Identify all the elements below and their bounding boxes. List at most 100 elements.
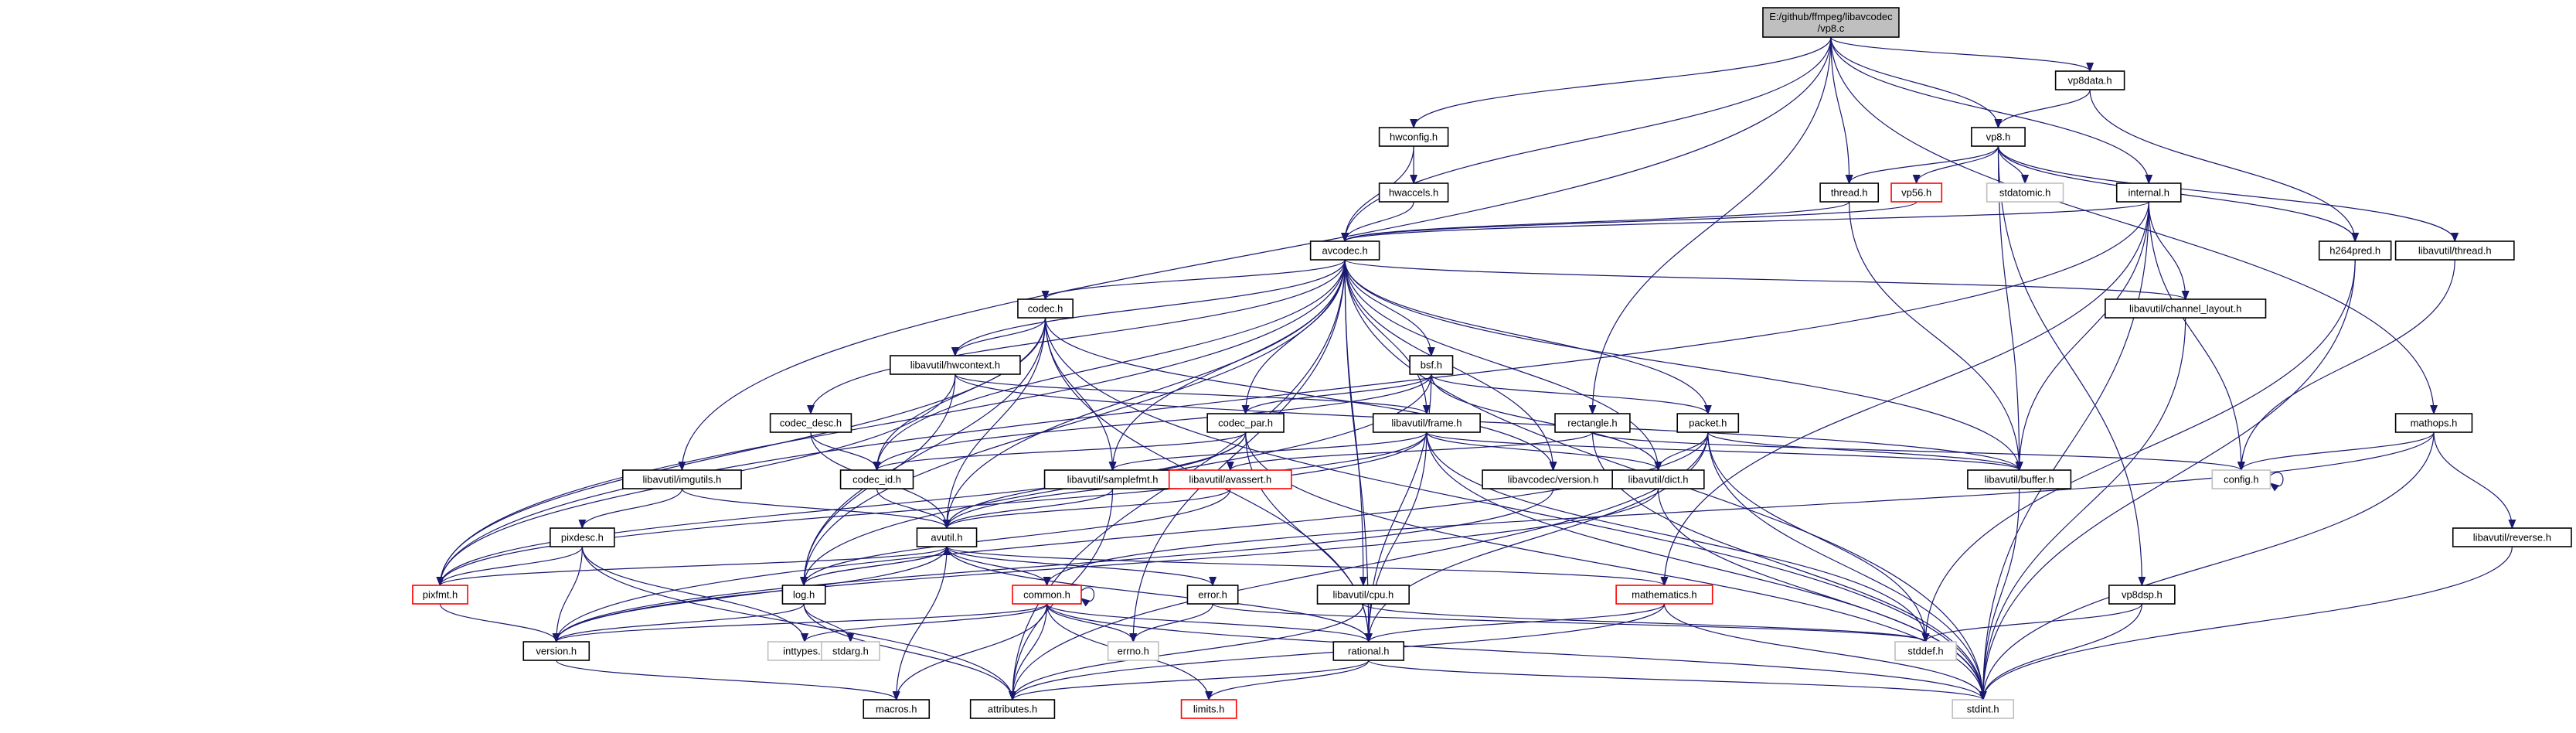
node-avassert[interactable]: libavutil/avassert.h (1168, 469, 1292, 489)
node-thread[interactable]: thread.h (1819, 182, 1880, 203)
edge-vp8c-to-hwconfig (1414, 36, 1832, 128)
edge-mathops-to-reverse (2433, 431, 2512, 528)
node-box-pixfmt (412, 585, 468, 605)
node-reverse[interactable]: libavutil/reverse.h (2452, 527, 2572, 547)
edge-rectangle-to-config (1591, 431, 2241, 471)
node-codecpar[interactable]: codec_par.h (1206, 413, 1285, 433)
edge-bsf-to-packet (1431, 373, 1708, 414)
node-vp56[interactable]: vp56.h (1890, 182, 1943, 203)
node-vp8data[interactable]: vp8data.h (2054, 70, 2125, 90)
node-avframe[interactable]: libavutil/frame.h (1372, 413, 1481, 433)
node-internal[interactable]: internal.h (2115, 182, 2182, 203)
node-label-attributes: attributes.h (988, 704, 1037, 715)
node-codecid[interactable]: codec_id.h (839, 469, 914, 489)
node-avthread[interactable]: libavutil/thread.h (2394, 240, 2515, 261)
edge-avassert-to-logh (804, 488, 1231, 585)
node-cpu[interactable]: libavutil/cpu.h (1316, 585, 1410, 605)
node-label-pixdesc: pixdesc.h (561, 532, 604, 544)
edge-imgutils-to-avutil (681, 488, 947, 529)
node-label-vp8c-line-0: E:/github/ffmpeg/libavcodec (1769, 11, 1893, 22)
node-attributes[interactable]: attributes.h (969, 699, 1056, 719)
node-h264pred[interactable]: h264pred.h (2318, 240, 2392, 261)
node-mathops[interactable]: mathops.h (2394, 413, 2473, 433)
node-pixfmt[interactable]: pixfmt.h (412, 585, 468, 605)
node-hwconfig[interactable]: hwconfig.h (1378, 127, 1449, 147)
node-mathematics[interactable]: mathematics.h (1615, 585, 1713, 605)
node-label-codecdesc: codec_desc.h (780, 418, 842, 429)
edge-avcodec-to-buffer (1344, 259, 2020, 470)
edge-codecpar-to-rational (1244, 431, 1369, 642)
node-common[interactable]: common.h (1012, 585, 1082, 605)
node-codec[interactable]: codec.h (1017, 298, 1074, 319)
node-box-chlayout (2105, 298, 2267, 319)
node-label-avassert: libavutil/avassert.h (1189, 474, 1271, 486)
node-box-logh (781, 585, 826, 605)
node-label-chlayout: libavutil/channel_layout.h (2129, 303, 2241, 315)
node-imgutils[interactable]: libavutil/imgutils.h (621, 469, 742, 489)
node-rational[interactable]: rational.h (1332, 641, 1405, 661)
edge-avutil-to-pixfmt (440, 546, 948, 586)
edge-codecpar-to-pixfmt (440, 431, 1247, 585)
node-avcodec[interactable]: avcodec.h (1309, 240, 1380, 261)
node-label-stdint: stdint.h (1967, 704, 1999, 715)
node-label-vp56: vp56.h (1901, 187, 1931, 199)
edge-mathops-to-stdint (1983, 431, 2435, 700)
node-chlayout[interactable]: libavutil/channel_layout.h (2105, 298, 2267, 319)
node-box-stdint (1952, 699, 2015, 719)
edge-avframe-to-stddef (1426, 431, 1926, 642)
node-packet[interactable]: packet.h (1676, 413, 1740, 433)
edge-internal-to-chlayout (2148, 201, 2185, 299)
node-label-limits: limits.h (1193, 704, 1224, 715)
edge-codec-to-stdint (1044, 317, 1983, 700)
node-box-vp8c (1762, 7, 1900, 38)
edge-error-to-errno (1133, 603, 1213, 643)
node-box-hwaccels (1378, 182, 1449, 203)
node-buffer[interactable]: libavutil/buffer.h (1967, 469, 2072, 489)
edge-imgutils-to-pixdesc (582, 488, 683, 529)
node-avcversion[interactable]: libavcodec/version.h (1482, 469, 1625, 489)
node-hwaccels[interactable]: hwaccels.h (1378, 182, 1449, 203)
edge-vp8h-to-stdatomic (1997, 145, 2025, 184)
node-rectangle[interactable]: rectangle.h (1554, 413, 1631, 433)
node-samplefmt[interactable]: libavutil/samplefmt.h (1043, 469, 1182, 489)
node-box-codecpar (1206, 413, 1285, 433)
node-label-internal: internal.h (2129, 187, 2169, 199)
node-box-hwcontext (890, 355, 1021, 375)
edge-codecpar-to-codecid (877, 431, 1247, 471)
node-label-hwconfig: hwconfig.h (1390, 131, 1438, 143)
edge-avcodec-to-packet (1344, 259, 1708, 414)
node-label-inttypes: inttypes.h (783, 646, 826, 657)
node-macros[interactable]: macros.h (863, 699, 931, 719)
node-vp8dsp[interactable]: vp8dsp.h (2108, 585, 2176, 605)
edge-common-to-common (1081, 587, 1095, 602)
edge-vp8c-to-rectangle (1592, 36, 1832, 414)
node-limits[interactable]: limits.h (1180, 699, 1237, 719)
node-config: config.h (2211, 469, 2271, 489)
node-version[interactable]: version.h (522, 641, 590, 661)
edge-codec-to-avutil (947, 317, 1046, 528)
edge-reverse-to-stdint (1983, 546, 2513, 700)
node-logh[interactable]: log.h (781, 585, 826, 605)
node-vp8c[interactable]: E:/github/ffmpeg/libavcodec/vp8.c (1762, 7, 1900, 38)
edge-rational-to-stdint (1368, 660, 1983, 701)
node-vp8h[interactable]: vp8.h (1971, 127, 2026, 147)
node-label-avcversion: libavcodec/version.h (1508, 474, 1599, 486)
node-hwcontext[interactable]: libavutil/hwcontext.h (890, 355, 1021, 375)
edge-avthread-to-config (2241, 259, 2455, 470)
node-bsf[interactable]: bsf.h (1409, 355, 1454, 375)
node-pixdesc[interactable]: pixdesc.h (550, 527, 615, 547)
node-box-cpu (1316, 585, 1410, 605)
edge-version-to-macros (556, 660, 897, 701)
node-box-codecdesc (769, 413, 852, 433)
edge-avframe-to-rational (1369, 431, 1428, 642)
node-codecdesc[interactable]: codec_desc.h (769, 413, 852, 433)
edge-common-to-macros (897, 603, 1048, 700)
node-error[interactable]: error.h (1186, 585, 1239, 605)
node-label-cpu: libavutil/cpu.h (1332, 589, 1393, 601)
node-box-version (522, 641, 590, 661)
edge-internal-to-config (2148, 201, 2241, 470)
node-errno: errno.h (1107, 641, 1159, 661)
node-avutil[interactable]: avutil.h (916, 527, 978, 547)
node-dict[interactable]: libavutil/dict.h (1611, 469, 1705, 489)
node-stdint: stdint.h (1952, 699, 2015, 719)
